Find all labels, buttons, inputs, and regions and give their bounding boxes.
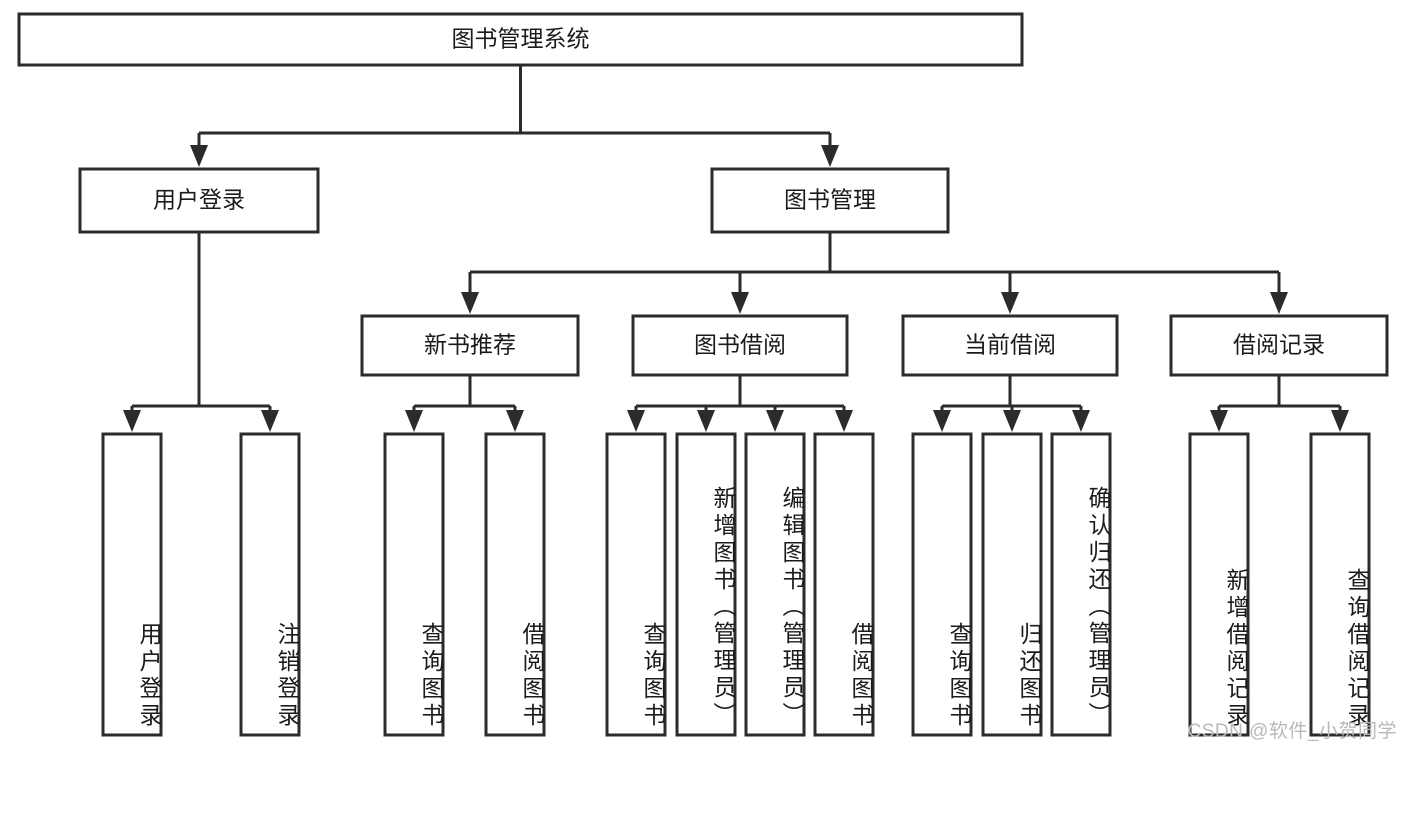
arrow-head-icon — [766, 410, 784, 432]
level3-node-3[interactable]: 借阅记录 — [1169, 314, 1389, 377]
node-box[interactable] — [383, 432, 445, 737]
node-box[interactable] — [360, 314, 580, 377]
arrow-head-icon — [821, 145, 839, 167]
leaf-node-4[interactable] — [605, 432, 667, 737]
node-label: 图书借阅 — [694, 332, 786, 358]
arrow-head-icon — [1210, 410, 1228, 432]
node-box[interactable] — [675, 432, 737, 737]
leaf-node-8[interactable] — [911, 432, 973, 737]
node-box[interactable] — [1309, 432, 1371, 737]
node-box[interactable] — [744, 432, 806, 737]
leaf-node-3[interactable] — [484, 432, 546, 737]
node-box[interactable] — [901, 314, 1119, 377]
arrow-head-icon — [697, 410, 715, 432]
node-box[interactable] — [631, 314, 849, 377]
connector-layer — [123, 65, 1349, 432]
node-label: 借阅记录 — [1233, 332, 1325, 358]
arrow-head-icon — [506, 410, 524, 432]
level3-node-0[interactable]: 新书推荐 — [360, 314, 580, 377]
leaf-node-9[interactable] — [981, 432, 1043, 737]
node-label: 用户登录 — [153, 187, 245, 213]
level2-node-1[interactable]: 图书管理 — [710, 167, 950, 234]
arrow-head-icon — [1003, 410, 1021, 432]
node-box[interactable] — [17, 12, 1024, 67]
arrow-head-icon — [190, 145, 208, 167]
arrow-head-icon — [405, 410, 423, 432]
node-box[interactable] — [101, 432, 163, 737]
node-box[interactable] — [911, 432, 973, 737]
node-box[interactable] — [1188, 432, 1250, 737]
leaf-node-10[interactable] — [1050, 432, 1112, 737]
node-box[interactable] — [484, 432, 546, 737]
watermark-text: CSDN @软件_小贺同学 — [1187, 721, 1397, 742]
level3-node-2[interactable]: 当前借阅 — [901, 314, 1119, 377]
leaf-node-0[interactable] — [101, 432, 163, 737]
node-label: 当前借阅 — [964, 332, 1056, 358]
arrow-head-icon — [627, 410, 645, 432]
arrow-head-icon — [1001, 292, 1019, 314]
node-box[interactable] — [813, 432, 875, 737]
level3-node-1[interactable]: 图书借阅 — [631, 314, 849, 377]
arrow-head-icon — [933, 410, 951, 432]
leaf-node-6[interactable] — [744, 432, 806, 737]
node-box[interactable] — [1050, 432, 1112, 737]
node-box[interactable] — [1169, 314, 1389, 377]
node-box[interactable] — [605, 432, 667, 737]
node-box[interactable] — [710, 167, 950, 234]
arrow-head-icon — [1331, 410, 1349, 432]
node-box[interactable] — [78, 167, 320, 234]
node-label: 图书管理系统 — [452, 26, 590, 52]
leaf-node-7[interactable] — [813, 432, 875, 737]
arrow-head-icon — [461, 292, 479, 314]
node-box[interactable] — [981, 432, 1043, 737]
arrow-head-icon — [731, 292, 749, 314]
arrow-head-icon — [261, 410, 279, 432]
arrow-head-icon — [123, 410, 141, 432]
leaf-node-2[interactable] — [383, 432, 445, 737]
node-label: 图书管理 — [784, 187, 876, 213]
arrow-head-icon — [1072, 410, 1090, 432]
leaf-node-11[interactable] — [1188, 432, 1250, 737]
arrow-head-icon — [1270, 292, 1288, 314]
diagram-canvas: 图书管理系统用户登录图书管理新书推荐图书借阅当前借阅借阅记录 用户登录注销登录查… — [17, 12, 1397, 742]
leaf-node-12[interactable] — [1309, 432, 1371, 737]
leaf-node-5[interactable] — [675, 432, 737, 737]
node-box[interactable] — [239, 432, 301, 737]
level2-node-0[interactable]: 用户登录 — [78, 167, 320, 234]
root-node-图书管理系统[interactable]: 图书管理系统 — [17, 12, 1024, 67]
node-label: 新书推荐 — [424, 332, 516, 358]
arrow-head-icon — [835, 410, 853, 432]
leaf-node-1[interactable] — [239, 432, 301, 737]
